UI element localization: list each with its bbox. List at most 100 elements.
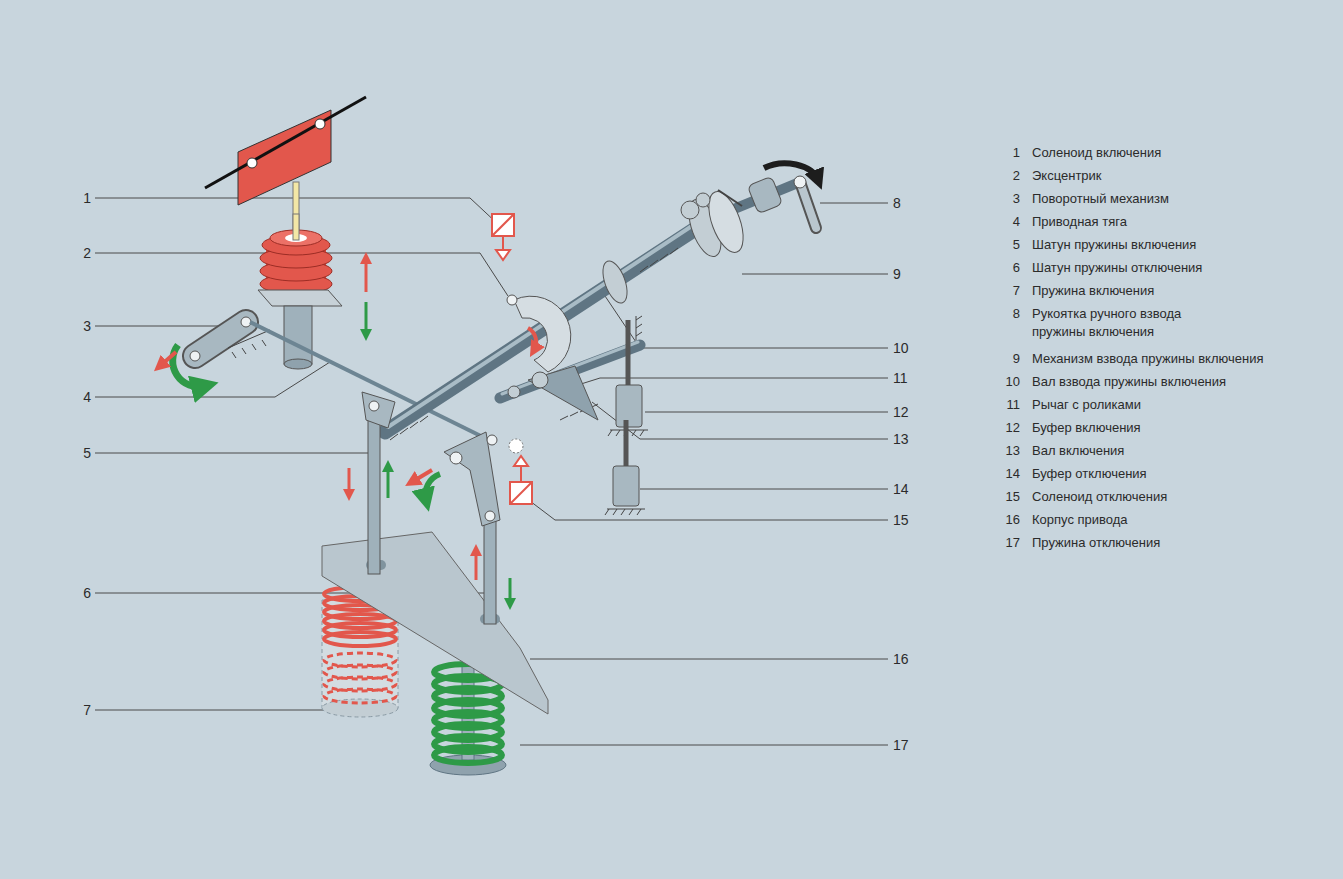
part-name: Вал включения bbox=[1032, 442, 1337, 460]
callout-number: 13 bbox=[893, 430, 939, 448]
solenoid-diagonal bbox=[492, 214, 514, 236]
contact-pin bbox=[247, 158, 257, 168]
handle-arm bbox=[800, 182, 816, 228]
list-number: 16 bbox=[984, 511, 1020, 529]
callout-number: 17 bbox=[893, 736, 939, 754]
solenoid-arrow bbox=[496, 250, 510, 260]
leader-line bbox=[562, 378, 888, 390]
list-number: 2 bbox=[984, 167, 1020, 185]
motion-arrow bbox=[348, 468, 351, 495]
callout-number: 11 bbox=[893, 369, 939, 387]
spring-coil bbox=[434, 747, 502, 763]
mounting-plate bbox=[258, 290, 342, 306]
motion-arrow bbox=[365, 258, 368, 292]
part-name: Соленоид включения bbox=[1032, 144, 1337, 162]
ground-hatch bbox=[228, 330, 270, 358]
callout-number: 6 bbox=[45, 584, 91, 602]
leader-line bbox=[820, 203, 888, 204]
part-name: Пружина отключения bbox=[1032, 534, 1337, 552]
list-number: 1 bbox=[984, 144, 1020, 162]
motion-arrow bbox=[509, 578, 512, 604]
list-number: 4 bbox=[984, 213, 1020, 231]
shaft-disk bbox=[598, 258, 632, 306]
spring-housing bbox=[322, 600, 398, 708]
rotation-arrow bbox=[528, 328, 536, 350]
contact-pin bbox=[315, 119, 325, 129]
gear bbox=[696, 193, 710, 207]
ground-hatch bbox=[640, 248, 678, 272]
list-number: 8 bbox=[984, 305, 1020, 323]
pivot bbox=[241, 317, 251, 327]
opening-spring-rod bbox=[484, 520, 496, 624]
part-name: Шатун пружины включения bbox=[1032, 236, 1337, 254]
handle-arm bbox=[800, 182, 816, 228]
part-name: Поворотный механизм bbox=[1032, 190, 1337, 208]
list-number: 17 bbox=[984, 534, 1020, 552]
list-number: 10 bbox=[984, 373, 1020, 391]
housing-plate bbox=[322, 532, 548, 714]
callout-number: 15 bbox=[893, 511, 939, 529]
spring-coil bbox=[324, 632, 396, 646]
shaft-highlight bbox=[388, 214, 710, 427]
pivot bbox=[190, 351, 200, 361]
rotation-arrow bbox=[764, 163, 818, 180]
ground-hatch bbox=[636, 316, 642, 340]
callout-number: 10 bbox=[893, 339, 939, 357]
solenoid-symbol bbox=[510, 482, 532, 504]
insulating-rod bbox=[293, 182, 299, 242]
motion-arrow bbox=[365, 302, 368, 335]
list-number: 3 bbox=[984, 190, 1020, 208]
part-name: Эксцентрик bbox=[1032, 167, 1337, 185]
callout-number: 1 bbox=[45, 189, 91, 207]
solenoid-stem bbox=[502, 236, 504, 250]
part-name: Буфер отключения bbox=[1032, 465, 1337, 483]
pivot bbox=[487, 435, 497, 445]
roller bbox=[508, 386, 520, 398]
leader-line bbox=[530, 659, 888, 660]
rotating-mechanism bbox=[160, 317, 270, 387]
insulating-rod bbox=[293, 214, 299, 240]
list-number: 13 bbox=[984, 442, 1020, 460]
rotation-arrow bbox=[160, 352, 176, 366]
leader-line bbox=[742, 274, 888, 275]
rotation-arrow bbox=[425, 474, 440, 500]
part-name: Корпус привода bbox=[1032, 511, 1337, 529]
leader-line bbox=[640, 489, 888, 490]
list-number: 5 bbox=[984, 236, 1020, 254]
part-name: Вал взвода пружины включения bbox=[1032, 373, 1337, 391]
eccentric bbox=[514, 296, 571, 372]
callout-number: 4 bbox=[45, 388, 91, 406]
solenoid-symbol bbox=[492, 214, 514, 236]
list-number: 15 bbox=[984, 488, 1020, 506]
pivot bbox=[485, 511, 495, 521]
handle-pivot bbox=[794, 176, 806, 188]
leader-lines bbox=[95, 198, 888, 745]
opening-buffer bbox=[613, 466, 639, 506]
leader-line bbox=[645, 412, 888, 413]
contact-blade bbox=[205, 97, 366, 188]
callout-number: 14 bbox=[893, 480, 939, 498]
part-name: Рычаг с роликами bbox=[1032, 396, 1337, 414]
part-name: Рукоятка ручного взвода пружины включени… bbox=[1032, 305, 1207, 341]
solenoid-diagonal bbox=[510, 482, 532, 504]
leader-line bbox=[520, 745, 888, 746]
callout-number: 3 bbox=[45, 317, 91, 335]
lever-outline bbox=[195, 322, 246, 356]
ground-hatch bbox=[390, 416, 428, 440]
rotation-arrow bbox=[173, 345, 205, 387]
ground-hatch bbox=[605, 509, 645, 515]
roller bbox=[532, 372, 548, 388]
buffer-rod bbox=[624, 420, 629, 470]
pawl bbox=[718, 190, 742, 206]
opening-solenoid bbox=[509, 439, 532, 504]
crank bbox=[362, 392, 395, 428]
motion-arrow bbox=[387, 466, 390, 498]
part-name: Шатун пружины отключения bbox=[1032, 259, 1337, 277]
latch bbox=[509, 439, 523, 453]
motion-arrow bbox=[475, 550, 478, 580]
callout-number: 8 bbox=[893, 194, 939, 212]
